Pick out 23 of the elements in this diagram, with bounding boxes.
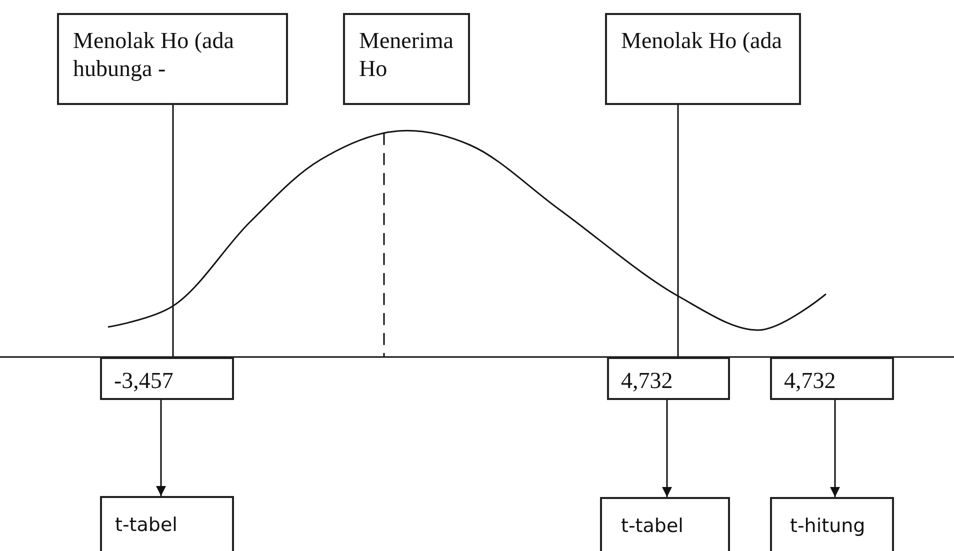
- arrow: [830, 400, 840, 497]
- arrow: [156, 400, 166, 496]
- value-box: [100, 357, 234, 400]
- label-box: [100, 496, 234, 551]
- box-label: Menolak Ho (ada hubunga -: [73, 27, 235, 82]
- label-box: [605, 13, 801, 105]
- label-box: [770, 497, 894, 551]
- box-label: t-tabel: [621, 515, 684, 538]
- box-label: Menolak Ho (ada: [621, 27, 783, 55]
- label-box: [343, 13, 470, 105]
- value-box: [607, 357, 730, 400]
- box-label: 4,732: [784, 367, 837, 395]
- value-box: [770, 357, 894, 400]
- box-label: 4,732: [621, 367, 674, 395]
- box-label: Menerima Ho: [359, 27, 455, 82]
- label-box: [600, 497, 730, 551]
- box-label: -3,457: [114, 367, 174, 395]
- connector-line: [677, 105, 679, 357]
- connector-line: [172, 105, 174, 357]
- arrow: [662, 400, 672, 497]
- box-label: t-tabel: [115, 514, 178, 537]
- box-label: t-hitung: [790, 515, 866, 538]
- label-box: [57, 13, 288, 105]
